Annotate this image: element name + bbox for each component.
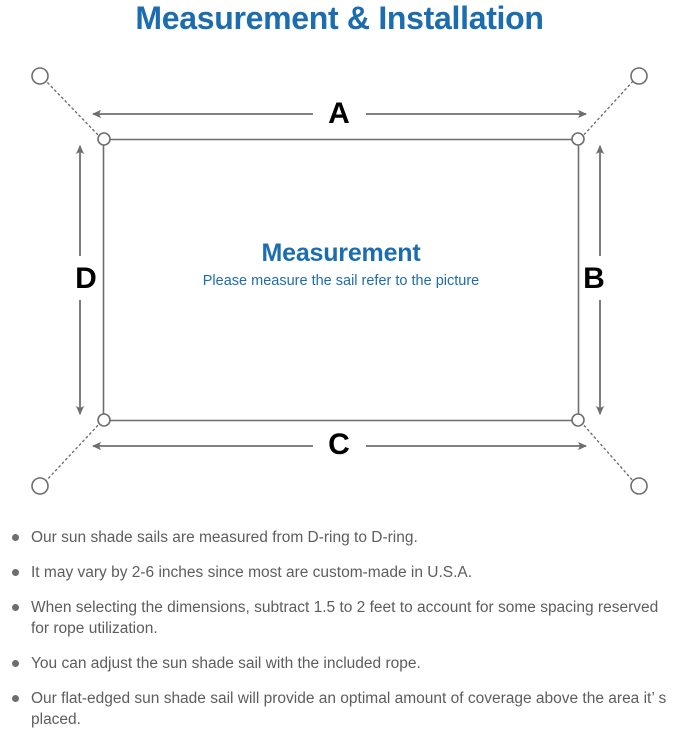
sail-rectangle <box>102 138 580 422</box>
list-item: When selecting the dimensions, subtract … <box>0 597 679 639</box>
sail-center-title: Measurement <box>261 239 421 267</box>
note-text: It may vary by 2-6 inches since most are… <box>31 564 473 581</box>
notes-list: Our sun shade sails are measured from D-… <box>0 527 679 744</box>
anchor-point-bottom-left <box>31 477 49 495</box>
note-text: Our flat-edged sun shade sail will provi… <box>31 690 667 728</box>
rope-line-top-left <box>43 78 102 139</box>
sail-center-label: Measurement Please measure the sail refe… <box>103 238 579 292</box>
anchor-point-bottom-right <box>630 477 648 495</box>
page-title: Measurement & Installation <box>135 0 544 36</box>
list-item: You can adjust the sun shade sail with t… <box>0 653 679 674</box>
bullet-icon <box>12 660 19 667</box>
list-item: Our sun shade sails are measured from D-… <box>0 527 679 548</box>
note-text: Our sun shade sails are measured from D-… <box>31 529 418 546</box>
anchor-point-top-right <box>630 67 648 85</box>
list-item: Our flat-edged sun shade sail will provi… <box>0 688 679 730</box>
note-text: When selecting the dimensions, subtract … <box>31 599 659 637</box>
measurement-diagram: A B C D Measurement Please measure the s… <box>31 67 648 495</box>
note-text: You can adjust the sun shade sail with t… <box>31 655 421 672</box>
dimension-label-d: D <box>75 262 97 295</box>
rope-line-bottom-left <box>43 421 102 484</box>
dimension-label-a: A <box>328 97 350 130</box>
bullet-icon <box>12 534 19 541</box>
dimension-label-c: C <box>328 428 350 461</box>
d-ring-top-right <box>571 132 585 146</box>
sail-center-subtitle: Please measure the sail refer to the pic… <box>202 273 480 289</box>
rope-line-bottom-right <box>580 421 636 484</box>
diagram-canvas <box>31 67 648 495</box>
d-ring-top-left <box>97 132 111 146</box>
bullet-icon <box>12 569 19 576</box>
bullet-icon <box>12 695 19 702</box>
dimension-label-b: B <box>583 262 605 295</box>
anchor-point-top-left <box>31 67 49 85</box>
rope-line-top-right <box>580 78 636 139</box>
d-ring-bottom-left <box>97 413 111 427</box>
list-item: It may vary by 2-6 inches since most are… <box>0 562 679 583</box>
bullet-icon <box>12 604 19 611</box>
d-ring-bottom-right <box>571 413 585 427</box>
